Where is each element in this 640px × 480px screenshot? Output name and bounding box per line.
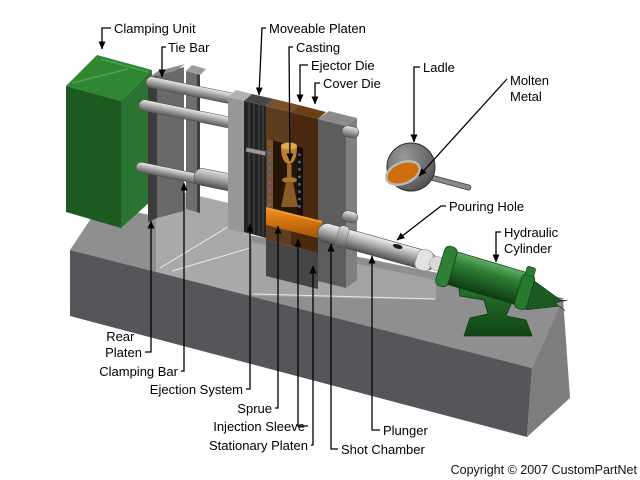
label-moveable-platen: Moveable Platen bbox=[269, 21, 366, 36]
ladle bbox=[385, 142, 472, 192]
column-top-face bbox=[186, 65, 206, 75]
moveable-platen-side-face bbox=[228, 97, 244, 233]
label-hydraulic-cylinder: Hydraulic Cylinder bbox=[504, 225, 562, 256]
ejection-system bbox=[244, 94, 274, 238]
casting-foot bbox=[282, 177, 297, 183]
leader-cover-die bbox=[311, 82, 320, 105]
stationary-platen-top-face bbox=[318, 111, 357, 126]
leader-clamping-unit bbox=[98, 27, 111, 50]
clamping-unit-bevel-line bbox=[71, 68, 129, 84]
label-shot-chamber: Shot Chamber bbox=[341, 442, 425, 457]
leader-hydraulic-cylinder bbox=[492, 231, 501, 263]
leader-ladle bbox=[410, 66, 420, 143]
label-molten-metal: Molten Metal bbox=[510, 73, 553, 104]
ladle-handle bbox=[430, 175, 472, 191]
leader-rear-platen bbox=[145, 220, 155, 353]
clamping-unit-front-face bbox=[66, 86, 121, 228]
leader-ejection-system bbox=[246, 223, 254, 390]
label-cover-die: Cover Die bbox=[323, 76, 381, 91]
label-stationary-platen: Stationary Platen bbox=[209, 438, 308, 453]
leader-clamping-bar bbox=[180, 182, 188, 372]
injection-sleeve-front bbox=[266, 209, 322, 239]
clamping-unit-top-face bbox=[66, 55, 152, 101]
leader-molten-metal bbox=[418, 78, 508, 177]
pouring-hole bbox=[392, 243, 403, 249]
clamping-unit-bevel-line-2 bbox=[100, 58, 149, 73]
hydraulic-left-flange bbox=[435, 245, 458, 288]
injection-sleeve bbox=[266, 207, 322, 239]
ejector-rod bbox=[245, 146, 267, 157]
cover-die-top-face bbox=[291, 105, 326, 119]
label-ejector-die: Ejector Die bbox=[311, 58, 375, 73]
labels: Clamping Unit Tie Bar Moveable Platen Ca… bbox=[99, 21, 562, 457]
base-machined-line-3 bbox=[252, 293, 436, 300]
die-lower-block bbox=[266, 240, 318, 289]
casting-cup-mouth bbox=[281, 142, 297, 150]
copyright-notice: Copyright © 2007 CustomPartNet bbox=[451, 463, 638, 477]
leader-casting bbox=[286, 46, 294, 162]
leader-shot-chamber bbox=[327, 243, 338, 450]
leader-ejector-die bbox=[296, 64, 308, 103]
die-cutaway bbox=[267, 139, 303, 216]
casting-sprue-cone bbox=[281, 182, 298, 207]
label-rear-platen: Rear Platen bbox=[105, 329, 142, 360]
leader-pouring-hole bbox=[396, 205, 446, 241]
label-casting: Casting bbox=[296, 40, 340, 55]
leader-sprue bbox=[274, 225, 282, 409]
label-tie-bar: Tie Bar bbox=[168, 40, 210, 55]
stationary-platen-front-face bbox=[318, 119, 346, 288]
base-front-face bbox=[70, 250, 532, 437]
label-clamping-unit: Clamping Unit bbox=[114, 21, 196, 36]
base-right-face bbox=[527, 298, 570, 437]
leader-stationary-platen bbox=[309, 265, 317, 446]
tie-bar-stub-bottom bbox=[341, 210, 359, 224]
base-machined-line-2 bbox=[171, 247, 251, 272]
label-injection-sleeve: Injection Sleeve bbox=[213, 419, 305, 434]
label-sprue: Sprue bbox=[237, 401, 272, 416]
label-plunger: Plunger bbox=[383, 423, 428, 438]
leader-lines bbox=[98, 27, 508, 450]
moveable-platen bbox=[228, 90, 252, 233]
label-pouring-hole: Pouring Hole bbox=[449, 199, 524, 214]
label-clamping-bar: Clamping Bar bbox=[99, 364, 178, 379]
molten-metal-pool bbox=[385, 160, 421, 186]
leader-moveable-platen bbox=[255, 27, 266, 96]
label-ladle: Ladle bbox=[423, 60, 455, 75]
hydraulic-top-nub bbox=[525, 266, 536, 277]
hydraulic-tail-fork bbox=[525, 280, 568, 312]
clamping-unit bbox=[66, 55, 152, 228]
rear-platen-top-face bbox=[148, 64, 185, 78]
ejection-plates-top-face bbox=[244, 94, 274, 106]
ejector-pins bbox=[268, 152, 301, 208]
leader-plunger bbox=[368, 255, 380, 431]
rear-platen-edge-face bbox=[148, 74, 157, 222]
tube-collar-ring bbox=[334, 225, 350, 249]
leader-injection-sleeve bbox=[294, 238, 308, 427]
hydraulic-cylinder bbox=[435, 245, 568, 312]
tie-bar-stub-top bbox=[341, 125, 360, 139]
leader-tie-bar bbox=[158, 46, 166, 78]
casting-stem bbox=[287, 164, 292, 178]
label-ejection-system: Ejection System bbox=[150, 382, 243, 397]
ejector-die-top-face bbox=[266, 99, 299, 112]
stationary-platen-right-face bbox=[346, 118, 357, 288]
moveable-platen-top-face bbox=[228, 90, 252, 101]
